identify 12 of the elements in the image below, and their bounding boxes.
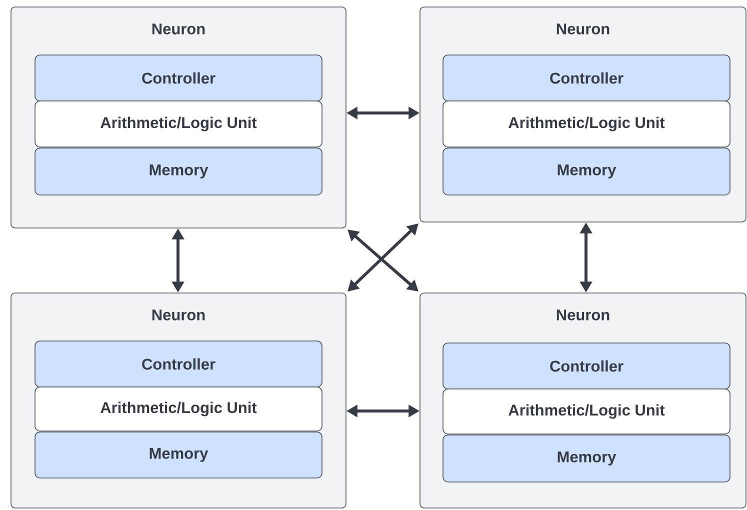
unit-box: Arithmetic/Logic Unit: [34, 386, 322, 432]
unit-box: Controller: [34, 340, 322, 388]
unit-box: Memory: [34, 432, 322, 478]
unit-box: Controller: [34, 54, 322, 102]
unit-box: Memory: [34, 148, 322, 196]
unit-box: Arithmetic/Logic Unit: [34, 100, 322, 148]
unit-box: Arithmetic/Logic Unit: [442, 100, 730, 148]
unit-box: Memory: [442, 434, 730, 482]
unit-box: Arithmetic/Logic Unit: [442, 388, 730, 434]
unit-box: Memory: [442, 148, 730, 196]
unit-box: Controller: [442, 342, 730, 390]
unit-box: Controller: [442, 54, 730, 102]
